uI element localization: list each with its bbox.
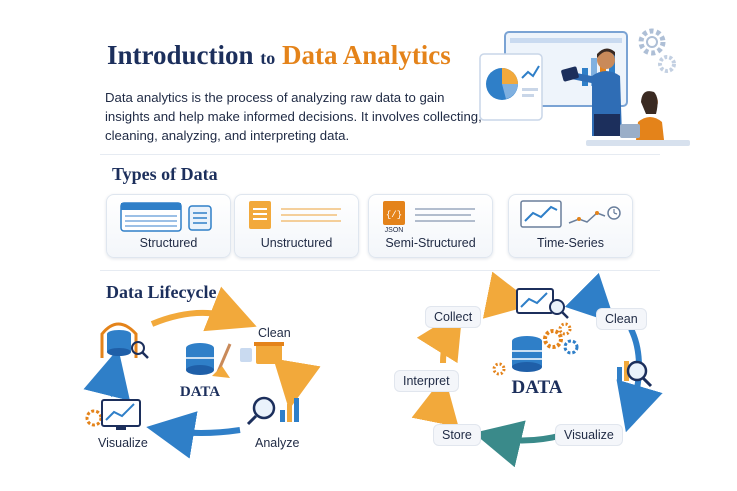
cycle-arrow — [482, 271, 535, 319]
clean-bucket-icon — [240, 342, 284, 364]
type-label-structured: Structured — [139, 236, 198, 250]
type-label-time-series: Time-Series — [537, 236, 604, 250]
left-node-visualize: Visualize — [98, 436, 148, 450]
types-heading: Types of Data — [112, 164, 218, 184]
svg-text:{/}: {/} — [386, 210, 402, 220]
right-center-data-label: DATA — [511, 377, 562, 398]
title-part-introduction: Introduction — [107, 40, 254, 70]
document-icon — [249, 201, 341, 229]
analyze-magnifier-icon — [246, 396, 299, 426]
type-card-time-series: Time-Series — [508, 194, 633, 258]
right-node-store: Store — [433, 424, 481, 446]
left-node-analyze: Analyze — [255, 436, 300, 450]
title-part-to: to — [260, 48, 276, 68]
right-node-collect: Collect — [425, 306, 482, 328]
collect-monitor-icon — [516, 288, 569, 319]
cycle-arrow — [146, 411, 241, 459]
cycle-arrow — [150, 286, 257, 332]
json-caption: JSON — [385, 227, 404, 234]
table-icon — [120, 202, 212, 232]
cycle-arrow — [416, 309, 463, 364]
cycle-arrow — [473, 420, 564, 468]
type-card-structured: Structured — [106, 194, 231, 258]
hero-illustration — [479, 28, 690, 146]
gear-icon — [638, 28, 676, 73]
left-center-data-label: DATA — [180, 384, 220, 400]
divider — [100, 270, 660, 271]
right-node-clean: Clean — [596, 308, 647, 330]
intro-paragraph: Data analytics is the process of analyzi… — [105, 90, 482, 143]
right-node-interpret: Interpret — [394, 370, 459, 392]
cycle-arrow — [83, 348, 131, 401]
visualize-monitor-icon — [85, 399, 141, 430]
cycle-arrow — [273, 358, 321, 410]
center-database-icon — [492, 322, 579, 376]
title-part-data-analytics: Data Analytics — [282, 40, 451, 70]
cycle-arrow — [411, 375, 459, 428]
seated-person-icon — [586, 91, 690, 146]
left-node-clean: Clean — [258, 326, 291, 340]
collect-database-icon — [100, 322, 149, 359]
right-node-visualize: Visualize — [555, 424, 623, 446]
type-label-unstructured: Unstructured — [260, 236, 333, 250]
presenter-person-icon — [561, 48, 622, 136]
right-lifecycle-diagram: DATA — [411, 271, 663, 468]
type-label-semi-structured: Semi-Structured — [385, 236, 476, 250]
line-chart-icon — [520, 200, 621, 228]
analyze-magnifier-icon — [617, 360, 653, 388]
lifecycle-heading: Data Lifecycle — [106, 282, 217, 302]
type-card-unstructured: Unstructured — [234, 194, 359, 258]
divider — [100, 154, 660, 155]
pie-chart-card-icon — [479, 53, 543, 121]
left-lifecycle-diagram: DATA — [83, 286, 321, 459]
type-card-semi-structured: {/} JSON Semi-Structured — [368, 194, 493, 258]
center-database-icon — [186, 343, 232, 378]
page-title: Introduction to Data Analytics — [107, 40, 451, 71]
json-file-icon: {/} JSON — [383, 201, 475, 234]
